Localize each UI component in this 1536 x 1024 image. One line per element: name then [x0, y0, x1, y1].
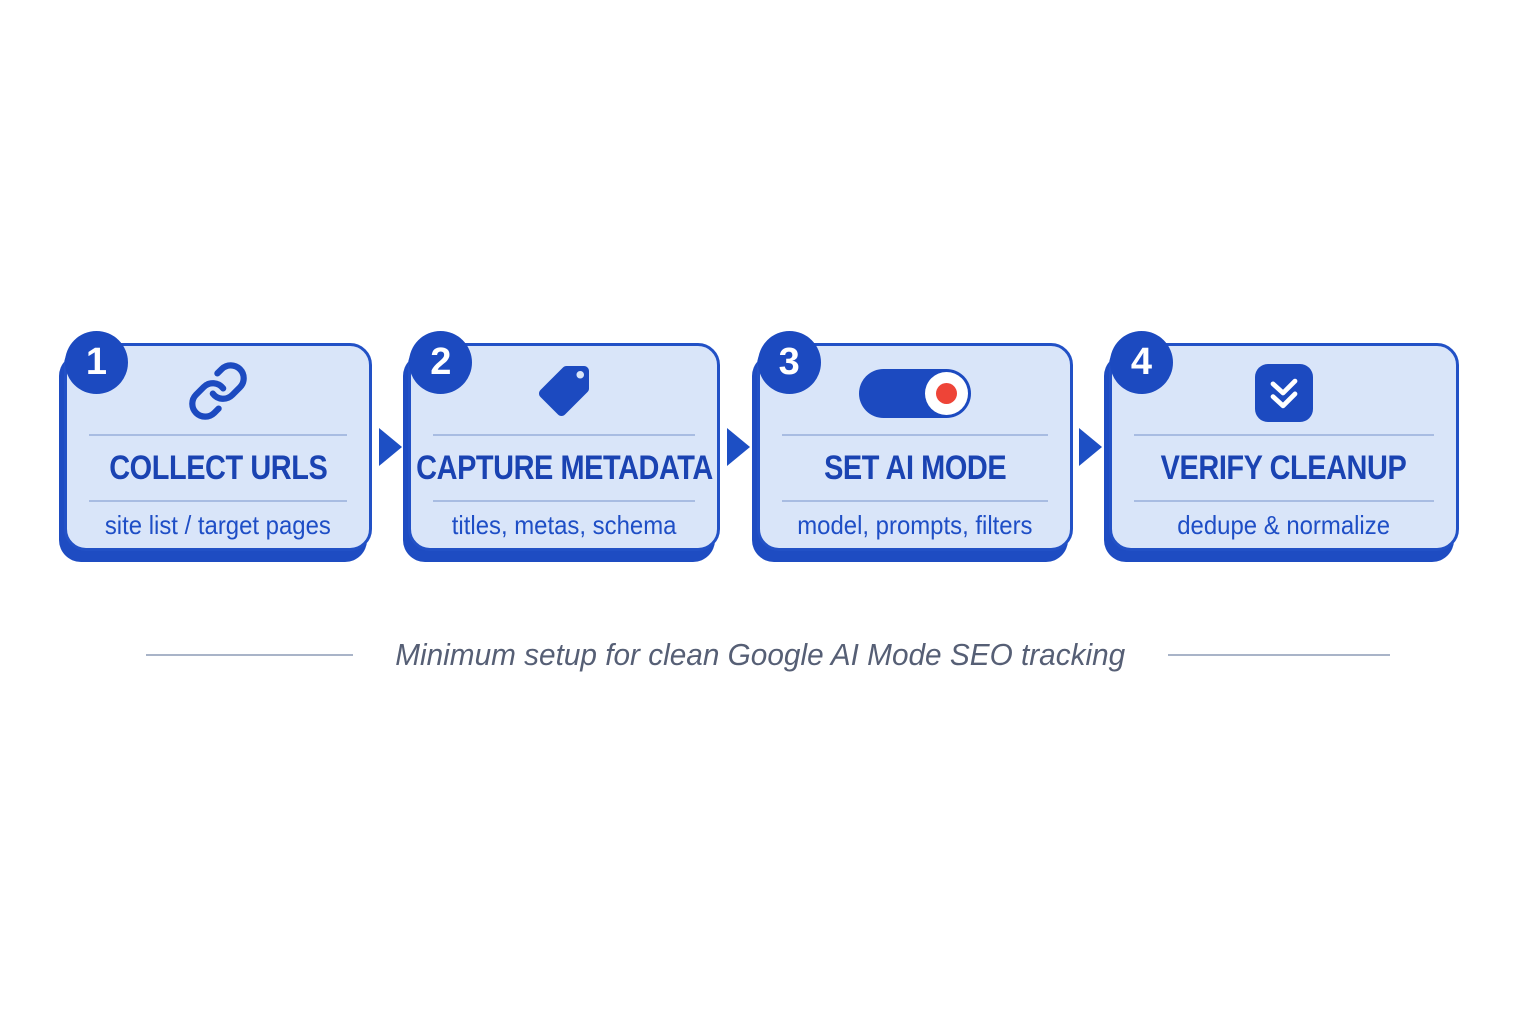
- divider: [781, 500, 1048, 502]
- step-icon-area: [1112, 346, 1456, 434]
- step-subtitle-area: model, prompts, filters: [760, 502, 1070, 548]
- step-title-area: SET AI MODE: [760, 436, 1070, 500]
- step-card-set-ai-mode: 3 SET AI MODE model, prompts, filters: [756, 331, 1073, 551]
- divider: [781, 434, 1048, 436]
- step-number-badge: 1: [65, 331, 128, 394]
- divider: [433, 434, 696, 436]
- step-number: 2: [430, 341, 452, 383]
- step-subtitle: site list / target pages: [104, 509, 332, 540]
- link-icon: [187, 360, 249, 427]
- step-number-badge: 2: [409, 331, 473, 394]
- step-title-area: COLLECT URLS: [67, 436, 369, 500]
- step-subtitle-area: titles, metas, schema: [411, 502, 717, 548]
- step-subtitle: model, prompts, filters: [797, 509, 1033, 540]
- flow-connector: [1073, 343, 1109, 551]
- step-title-area: CAPTURE METADATA: [411, 436, 717, 500]
- caption-row: Minimum setup for clean Google AI Mode S…: [0, 637, 1536, 673]
- step-number-badge: 4: [1109, 331, 1173, 394]
- arrow-right-icon: [1079, 428, 1103, 466]
- tag-icon: [534, 361, 594, 426]
- step-number-badge: 3: [757, 331, 821, 394]
- step-subtitle-area: site list / target pages: [67, 502, 369, 548]
- flow-connector: [720, 343, 756, 551]
- toggle-on-icon: [858, 368, 971, 418]
- step-card-verify-cleanup: 4 VERIFY CLEANUP dedupe & normalize: [1108, 331, 1459, 551]
- divider: [89, 500, 347, 502]
- flow-connector: [372, 343, 408, 551]
- step-number: 1: [85, 341, 108, 383]
- step-icon-area: [67, 346, 369, 434]
- caption-line-left: [146, 654, 354, 656]
- step-icon-area: [411, 346, 717, 434]
- double-check-icon: [1254, 364, 1313, 422]
- toggle-knob: [924, 371, 968, 415]
- step-subtitle-area: dedupe & normalize: [1112, 502, 1456, 548]
- arrow-right-icon: [378, 428, 402, 466]
- step-subtitle: titles, metas, schema: [451, 509, 677, 540]
- step-title: CAPTURE METADATA: [416, 448, 713, 487]
- step-title: VERIFY CLEANUP: [1161, 448, 1407, 487]
- caption: Minimum setup for clean Google AI Mode S…: [395, 637, 1126, 672]
- step-card-collect-urls: 1 COLLECT URLS site list / target pages: [64, 331, 372, 551]
- divider: [433, 500, 696, 502]
- step-number: 3: [778, 341, 800, 383]
- step-card-capture-metadata: 2 CAPTURE METADATA titles, metas, schema: [408, 331, 721, 551]
- toggle-dot: [935, 382, 957, 404]
- divider: [89, 434, 347, 436]
- step-title: COLLECT URLS: [108, 448, 328, 487]
- divider: [1133, 500, 1434, 502]
- flow-diagram: 1 COLLECT URLS site list / target pages …: [64, 331, 1459, 551]
- step-number: 4: [1130, 341, 1153, 383]
- step-icon-area: [760, 346, 1070, 434]
- arrow-right-icon: [726, 428, 750, 466]
- step-title-area: VERIFY CLEANUP: [1112, 436, 1456, 500]
- step-title: SET AI MODE: [823, 448, 1007, 487]
- caption-line-right: [1167, 654, 1390, 656]
- step-subtitle: dedupe & normalize: [1177, 509, 1391, 540]
- divider: [1133, 434, 1434, 436]
